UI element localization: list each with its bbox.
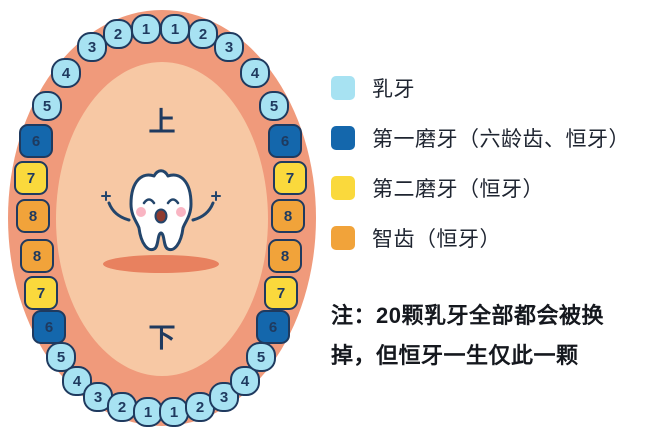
mascot-left-arm: [107, 201, 131, 222]
tooth-mascot-illustration: [101, 169, 221, 273]
note-line-2: 掉，但恒牙一生仅此一颗: [331, 343, 579, 368]
legend-label-second_molar: 第二磨牙（恒牙）: [372, 178, 544, 201]
mascot-shadow: [103, 255, 219, 273]
legend-item-first_molar: 第一磨牙（六龄齿、恒牙）: [331, 124, 630, 152]
legend-item-wisdom: 智齿（恒牙）: [331, 224, 630, 252]
legend-list: 乳牙第一磨牙（六龄齿、恒牙） 第二磨牙（恒牙） 智齿（恒牙）: [331, 74, 630, 252]
legend-swatch-wisdom: [331, 226, 355, 250]
legend-swatch-baby: [331, 76, 355, 100]
mascot-right-arm: [191, 201, 215, 222]
mascot-left-blush: [136, 207, 146, 217]
mascot-right-eye: [166, 198, 180, 205]
legend-item-baby: 乳牙: [331, 74, 630, 102]
note-line-1: 注：20颗乳牙全部都会被换: [331, 303, 604, 328]
upper-arch-label: 上: [148, 107, 176, 137]
lower-arch-label: 下: [148, 323, 176, 353]
mascot-left-eye: [142, 198, 156, 205]
mascot-right-blush: [176, 207, 186, 217]
legend-label-baby: 乳牙: [372, 78, 415, 101]
mascot-mouth: [154, 208, 168, 224]
legend-label-wisdom: 智齿（恒牙）: [372, 228, 501, 251]
legend-label-first_molar: 第一磨牙（六龄齿、恒牙）: [372, 128, 630, 151]
mascot-right-sparkle: [211, 191, 221, 201]
legend-item-second_molar: 第二磨牙（恒牙）: [331, 174, 630, 202]
legend-swatch-first_molar: [331, 126, 355, 150]
note: 注：20颗乳牙全部都会被换 掉，但恒牙一生仅此一颗: [331, 296, 604, 376]
mascot-left-sparkle: [101, 191, 111, 201]
legend-swatch-second_molar: [331, 176, 355, 200]
